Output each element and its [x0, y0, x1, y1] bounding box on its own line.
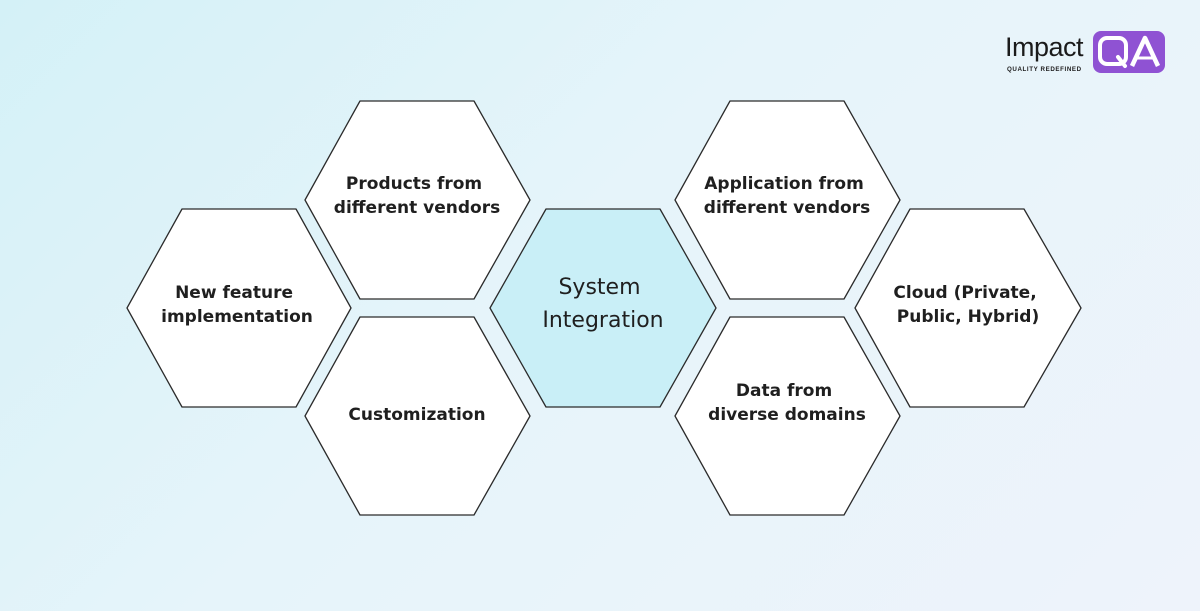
hex-label-line: Data from	[736, 381, 832, 401]
hex-label-line: System	[558, 275, 640, 300]
hex-label-line: Integration	[542, 308, 663, 333]
hex-label: Customization	[348, 405, 485, 425]
hex-label-line: New feature	[175, 283, 293, 303]
hexagon-shape	[304, 316, 531, 516]
hex-label-line: different vendors	[334, 198, 500, 218]
hexagon-shape	[674, 100, 901, 300]
hex-label-line: Application from	[704, 174, 864, 194]
hex-label-line: Public, Hybrid)	[897, 307, 1039, 327]
hex-center-label: System Integration	[542, 275, 663, 333]
hex-label: Products from different vendors	[334, 174, 500, 218]
hex-label: Application from different vendors	[704, 174, 870, 218]
logo-wordmark: Impact	[1005, 32, 1084, 62]
hex-data: Data from diverse domains	[674, 316, 901, 516]
hex-customization: Customization	[304, 316, 531, 516]
hex-application: Application from different vendors	[674, 100, 901, 300]
hexagon-shape	[489, 208, 717, 408]
hexagon-shape	[854, 208, 1082, 408]
hex-label: Data from diverse domains	[708, 381, 866, 425]
hex-label-line: Customization	[348, 405, 485, 425]
hex-label-line: implementation	[161, 307, 313, 327]
logo-tagline: QUALITY REDEFINED	[1007, 66, 1082, 73]
hex-label: Cloud (Private, Public, Hybrid)	[893, 283, 1042, 327]
hex-center: System Integration	[489, 208, 717, 408]
hexagon-shape	[304, 100, 531, 300]
logo-qa-badge	[1093, 31, 1165, 73]
hex-cloud: Cloud (Private, Public, Hybrid)	[854, 208, 1082, 408]
hexagon-shape	[674, 316, 901, 516]
hex-new-feature: New feature implementation	[126, 208, 352, 408]
hex-label-line: Products from	[346, 174, 482, 194]
hex-products: Products from different vendors	[304, 100, 531, 300]
impactqa-logo: Impact QUALITY REDEFINED	[1005, 30, 1167, 76]
hex-label: New feature implementation	[161, 283, 313, 327]
hex-label-line: different vendors	[704, 198, 870, 218]
hex-label-line: diverse domains	[708, 405, 866, 425]
hex-label-line: Cloud (Private,	[893, 283, 1036, 303]
hexagon-shape	[126, 208, 352, 408]
